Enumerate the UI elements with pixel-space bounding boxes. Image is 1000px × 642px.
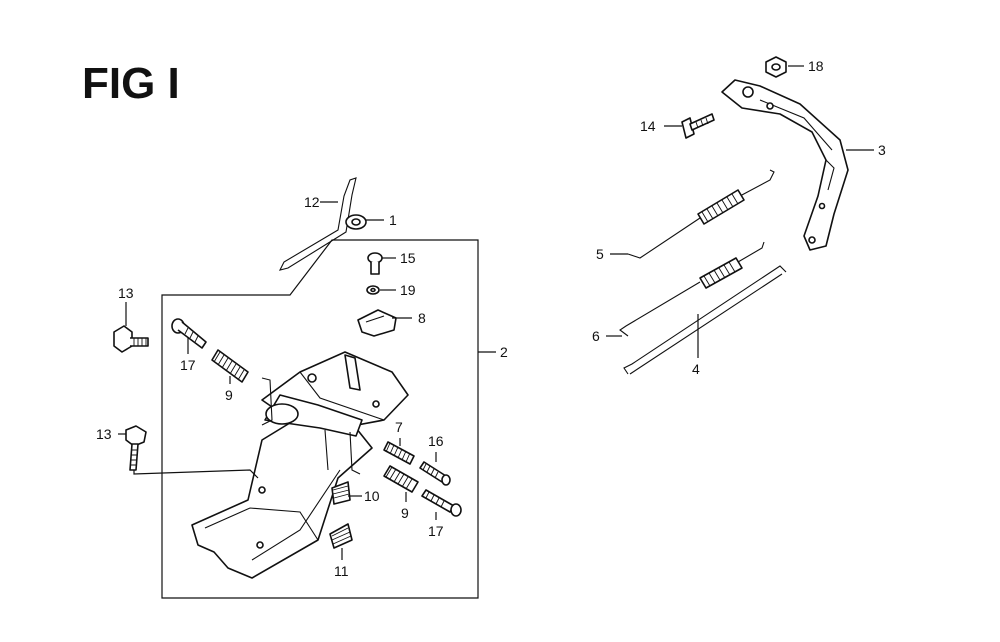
- control-base-plate: [191, 351, 409, 579]
- lever-3: [721, 79, 849, 251]
- bolt-13-upper: [113, 325, 149, 353]
- callout-9-right: 9: [401, 505, 409, 521]
- spring-rod-5: [627, 169, 775, 259]
- callout-13-lower: 13: [96, 426, 112, 442]
- callout-13-upper: 13: [118, 285, 134, 301]
- nut-1: [345, 214, 367, 230]
- bolt-13-lower: [125, 425, 147, 471]
- figure-title: FIG I: [82, 59, 180, 108]
- callout-7: 7: [395, 419, 403, 435]
- callout-15: 15: [400, 250, 416, 266]
- screw-17-left: [171, 318, 207, 349]
- washer-19: [366, 285, 380, 295]
- spring-11: [329, 523, 353, 549]
- callout-2: 2: [500, 344, 508, 360]
- spring-10: [331, 481, 351, 505]
- callout-11: 11: [334, 563, 349, 579]
- callout-6: 6: [592, 328, 600, 344]
- wire-12: [278, 177, 357, 271]
- callout-12: 12: [304, 194, 320, 210]
- callout-4: 4: [692, 361, 700, 377]
- callout-14: 14: [640, 118, 656, 134]
- screw-17-right: [421, 489, 462, 517]
- callout-18: 18: [808, 58, 824, 74]
- spring-rod-6: [619, 241, 765, 337]
- nut-18: [765, 56, 787, 78]
- assembly-frame: [161, 239, 479, 599]
- callout-9-left: 9: [225, 387, 233, 403]
- clip-8: [357, 309, 397, 337]
- bolt-15: [367, 252, 383, 275]
- callout-1: 1: [389, 212, 397, 228]
- callout-5: 5: [596, 246, 604, 262]
- bolt-14: [681, 113, 715, 139]
- screw-16: [419, 461, 451, 486]
- callout-10: 10: [364, 488, 380, 504]
- spring-7: [383, 441, 415, 465]
- rod-4: [623, 265, 787, 375]
- callout-3: 3: [878, 142, 886, 158]
- callout-16: 16: [428, 433, 444, 449]
- callout-19: 19: [400, 282, 416, 298]
- callout-8: 8: [418, 310, 426, 326]
- callout-17-right: 17: [428, 523, 444, 539]
- leader-bolt-13-lower-to-plate: [133, 469, 259, 479]
- spring-9-left: [211, 349, 249, 383]
- callout-17-left: 17: [180, 357, 196, 373]
- spring-9-right: [383, 465, 419, 493]
- leader-lines: [118, 65, 874, 560]
